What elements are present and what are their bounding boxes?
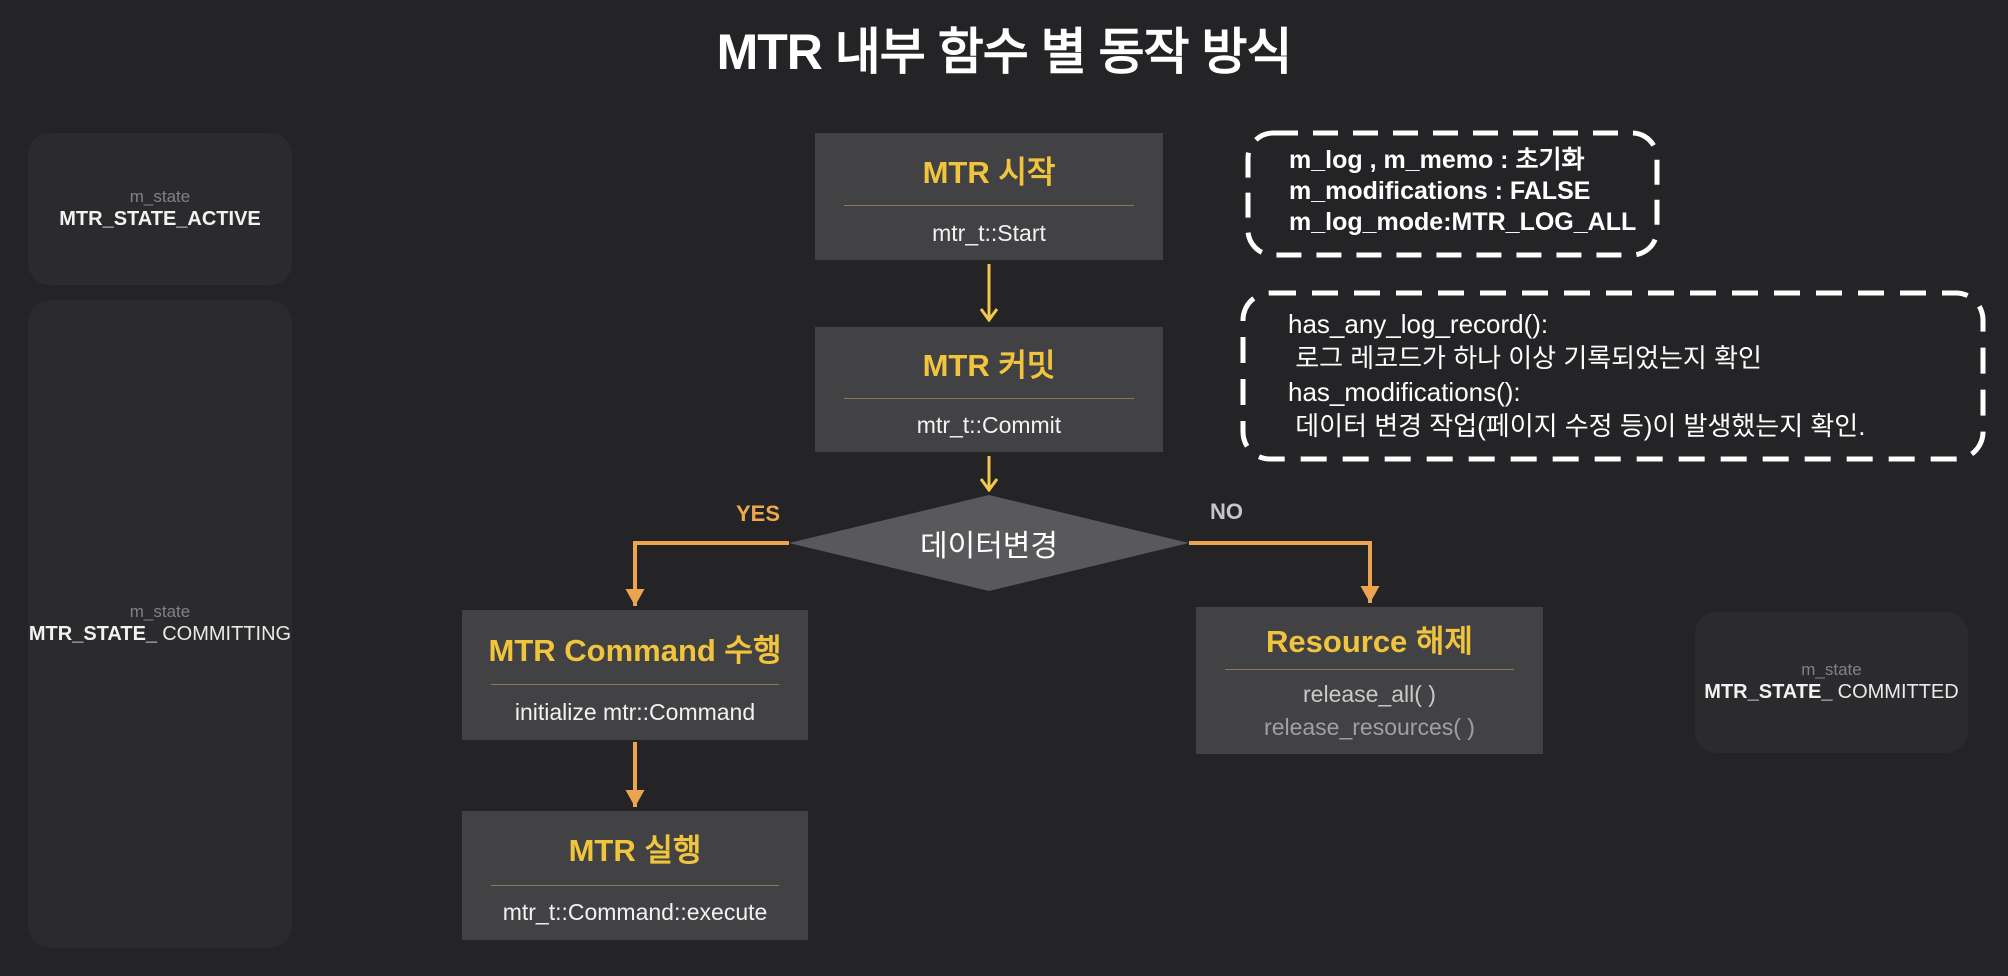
state-value: MTR_STATE_COMMITTED — [1704, 680, 1958, 705]
decision-label: 데이터변경 — [920, 530, 1058, 563]
state-field-label: m_state — [129, 601, 191, 621]
state-field-label: m_state — [129, 186, 191, 206]
note-line: 데이터 변경 작업(페이지 수정 등)이 발생했는지 확인. — [1288, 411, 1866, 441]
state-box-committed: m_state MTR_STATE_COMMITTED — [1695, 612, 1968, 753]
dashed-border — [1245, 130, 1660, 258]
note-content: m_log , m_memo : 초기화 m_modifications : F… — [1245, 130, 1660, 238]
note-line: 로그 레코드가 하나 이상 기록되었는지 확인 — [1288, 343, 1762, 373]
flow-node-mtr-command: MTR Command 수행 initialize mtr::Command — [462, 610, 808, 740]
title-separator-line — [491, 684, 779, 686]
arrow-yes-branch — [625, 541, 789, 606]
title-separator-line — [844, 398, 1134, 400]
release-function: release_all( ) — [1303, 681, 1436, 708]
flow-node-subtitle: mtr_t::Command::execute — [502, 899, 768, 926]
decision-diamond: 데이터변경 — [789, 495, 1189, 591]
title-separator-line — [491, 884, 779, 886]
state-value-strong: MTR_STATE_ — [1704, 681, 1833, 703]
state-field-label: m_state — [1801, 660, 1862, 679]
release-function-list: release_all( ) release_resources( ) — [1196, 670, 1543, 754]
flow-node-subtitle: mtr_t::Start — [932, 219, 1046, 246]
flow-node-subtitle: initialize mtr::Command — [514, 699, 756, 726]
note-line: has_any_log_record(): — [1288, 309, 1549, 339]
flow-node-title: MTR 실행 — [568, 833, 702, 869]
flow-node-mtr-commit: MTR 커밋 mtr_t::Commit — [815, 327, 1163, 452]
note-box-check-functions: has_any_log_record(): 로그 레코드가 하나 이상 기록되었… — [1240, 290, 1986, 462]
flow-node-mtr-start: MTR 시작 mtr_t::Start — [815, 133, 1163, 260]
state-value-strong: MTR_STATE_ACTIVE — [59, 207, 261, 230]
flow-node-title: MTR 커밋 — [922, 348, 1056, 384]
state-value-rest: COMMITTING — [162, 622, 292, 645]
note-content: has_any_log_record(): 로그 레코드가 하나 이상 기록되었… — [1240, 290, 1986, 443]
flow-node-title: Resource 해제 — [1266, 623, 1473, 659]
state-value-rest: COMMITTED — [1837, 681, 1959, 703]
note-box-init-values: m_log , m_memo : 초기화 m_modifications : F… — [1245, 130, 1660, 258]
state-value: MTR_STATE_ACTIVE — [59, 207, 261, 232]
note-line: m_modifications : FALSE — [1289, 177, 1591, 205]
title-separator-line — [1225, 669, 1514, 670]
state-box-active: m_state MTR_STATE_ACTIVE — [28, 133, 292, 285]
note-line: m_log , m_memo : 초기화 — [1289, 146, 1585, 174]
flow-node-title: MTR 시작 — [922, 154, 1056, 190]
state-box-committing: m_state MTR_STATE_COMMITTING — [28, 300, 292, 948]
flow-node-mtr-execute: MTR 실행 mtr_t::Command::execute — [462, 811, 808, 940]
state-value-strong: MTR_STATE_ — [28, 622, 158, 645]
page-title: MTR 내부 함수 별 동작 방식 — [716, 24, 1293, 80]
note-line: m_log_mode:MTR_LOG_ALL — [1289, 208, 1637, 236]
flow-node-subtitle: mtr_t::Commit — [916, 412, 1062, 439]
release-function: release_resources( ) — [1264, 713, 1475, 740]
dashed-border — [1240, 290, 1986, 462]
flow-node-resource-release: Resource 해제 release_all( ) release_resou… — [1196, 607, 1543, 754]
flow-node-title: MTR Command 수행 — [488, 632, 782, 668]
no-branch-label: NO — [1210, 499, 1243, 524]
state-value: MTR_STATE_COMMITTING — [29, 622, 291, 647]
note-line: has_modifications(): — [1288, 377, 1521, 407]
yes-branch-label: YES — [735, 501, 780, 526]
arrow-no-branch — [1189, 541, 1380, 603]
title-separator-line — [844, 205, 1134, 207]
